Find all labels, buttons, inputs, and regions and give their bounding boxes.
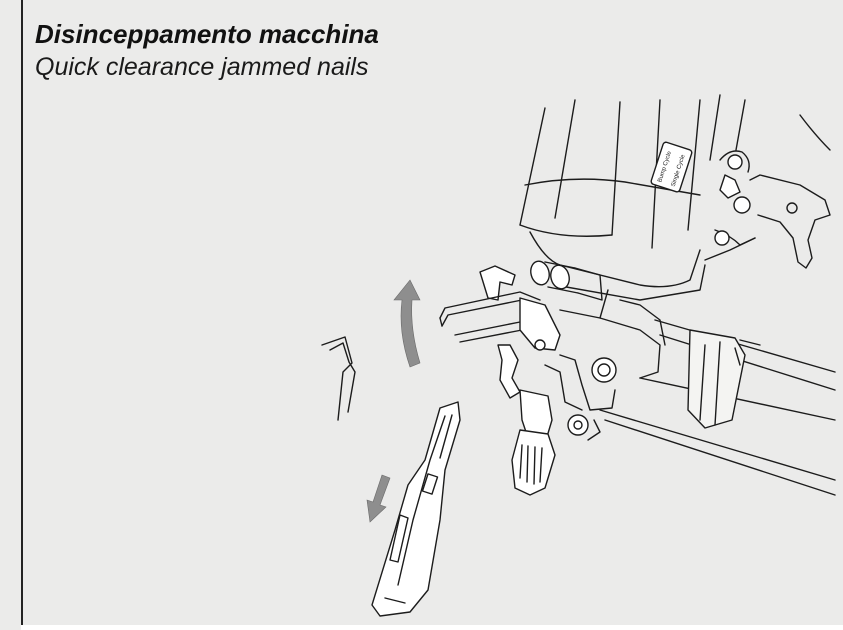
left-margin-rule bbox=[21, 0, 23, 630]
mode-selector-plate: Bump Cycle Single Cycle bbox=[650, 141, 693, 193]
bottom-edge bbox=[21, 625, 843, 630]
slide-down-arrow-icon bbox=[366, 474, 391, 523]
rotate-lever-arrow-icon bbox=[393, 279, 421, 368]
removed-nose-plate bbox=[371, 401, 461, 617]
nose-mechanism bbox=[497, 289, 666, 441]
jammed-nail bbox=[321, 336, 356, 421]
magazine-rails bbox=[599, 319, 836, 496]
nose-rollers bbox=[530, 260, 603, 301]
section-title: Disinceppamento macchina bbox=[35, 19, 379, 49]
section-subtitle: Quick clearance jammed nails bbox=[35, 53, 369, 81]
trigger-assembly bbox=[704, 150, 831, 269]
driver-tip bbox=[511, 429, 556, 496]
